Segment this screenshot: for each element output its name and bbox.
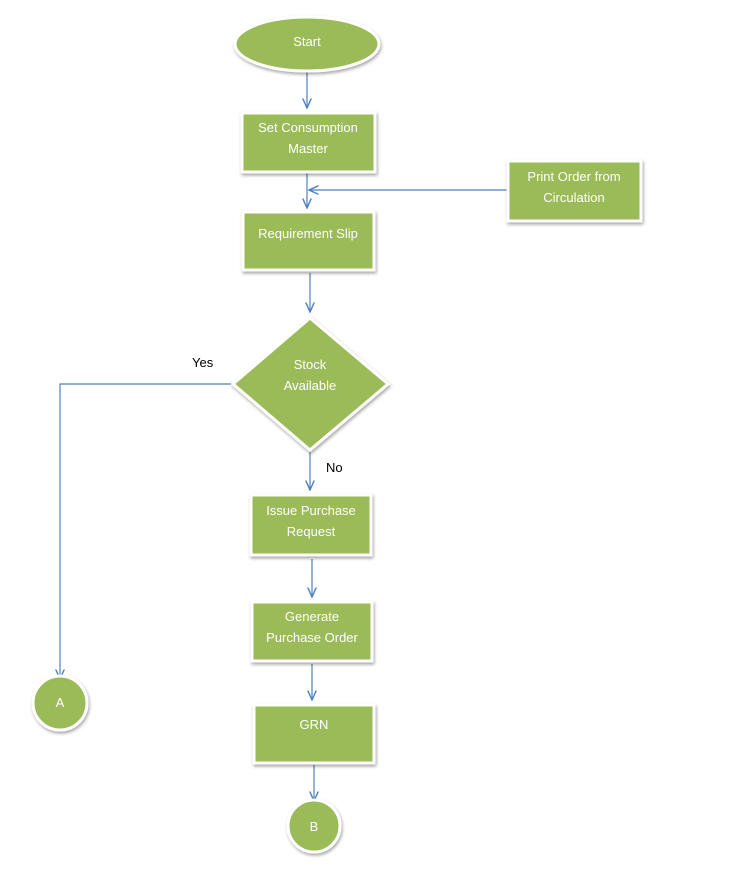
node-issue-purchase-request: Issue Purchase Request <box>249 493 373 557</box>
node-issue-purchase-request-label-line-1: Issue Purchase <box>266 503 356 518</box>
node-grn: GRN <box>252 703 376 765</box>
edge-label-no: No <box>326 460 343 475</box>
set-consumption-master-box <box>240 111 377 174</box>
node-connector-a: A <box>31 674 89 732</box>
edge-label-yes: Yes <box>192 355 214 370</box>
node-print-order-label-line-1: Print Order from <box>527 169 620 184</box>
node-set-consumption-master-label-line-1: Set Consumption <box>258 120 358 135</box>
node-grn-label: GRN <box>300 717 329 732</box>
edge-stock-available-to-connector-a <box>60 383 232 679</box>
requirement-slip-box <box>241 210 376 272</box>
node-set-consumption-master-label-line-2: Master <box>288 141 328 156</box>
stock-available-diamond <box>230 316 391 452</box>
grn-box <box>252 703 376 765</box>
node-connector-b-label: B <box>310 819 319 834</box>
connector-b-circle <box>286 798 342 854</box>
node-set-consumption-master: Set Consumption Master <box>240 111 377 174</box>
node-connector-a-label: A <box>56 695 65 710</box>
start-oval <box>233 15 381 73</box>
node-start: Start <box>233 15 381 73</box>
node-stock-available-label-line-1: Stock <box>294 357 327 372</box>
node-generate-purchase-order-label-line-2: Purchase Order <box>266 630 358 645</box>
node-start-label: Start <box>293 34 321 49</box>
generate-purchase-order-box <box>250 600 374 663</box>
node-stock-available-label-line-2: Available <box>284 378 337 393</box>
connector-lines <box>60 72 507 801</box>
node-requirement-slip: Requirement Slip <box>241 210 376 272</box>
node-generate-purchase-order-label-line-1: Generate <box>285 609 339 624</box>
node-requirement-slip-label: Requirement Slip <box>258 226 358 241</box>
node-generate-purchase-order: Generate Purchase Order <box>250 600 374 663</box>
connector-a-circle <box>31 674 89 732</box>
node-issue-purchase-request-label-line-2: Request <box>287 524 336 539</box>
node-stock-available: Stock Available <box>230 316 391 452</box>
node-print-order-label-line-2: Circulation <box>543 190 604 205</box>
node-connector-b: B <box>286 798 342 854</box>
print-order-from-circulation-box <box>506 159 643 223</box>
node-print-order-from-circulation: Print Order from Circulation <box>506 159 643 223</box>
issue-purchase-request-box <box>249 493 373 557</box>
